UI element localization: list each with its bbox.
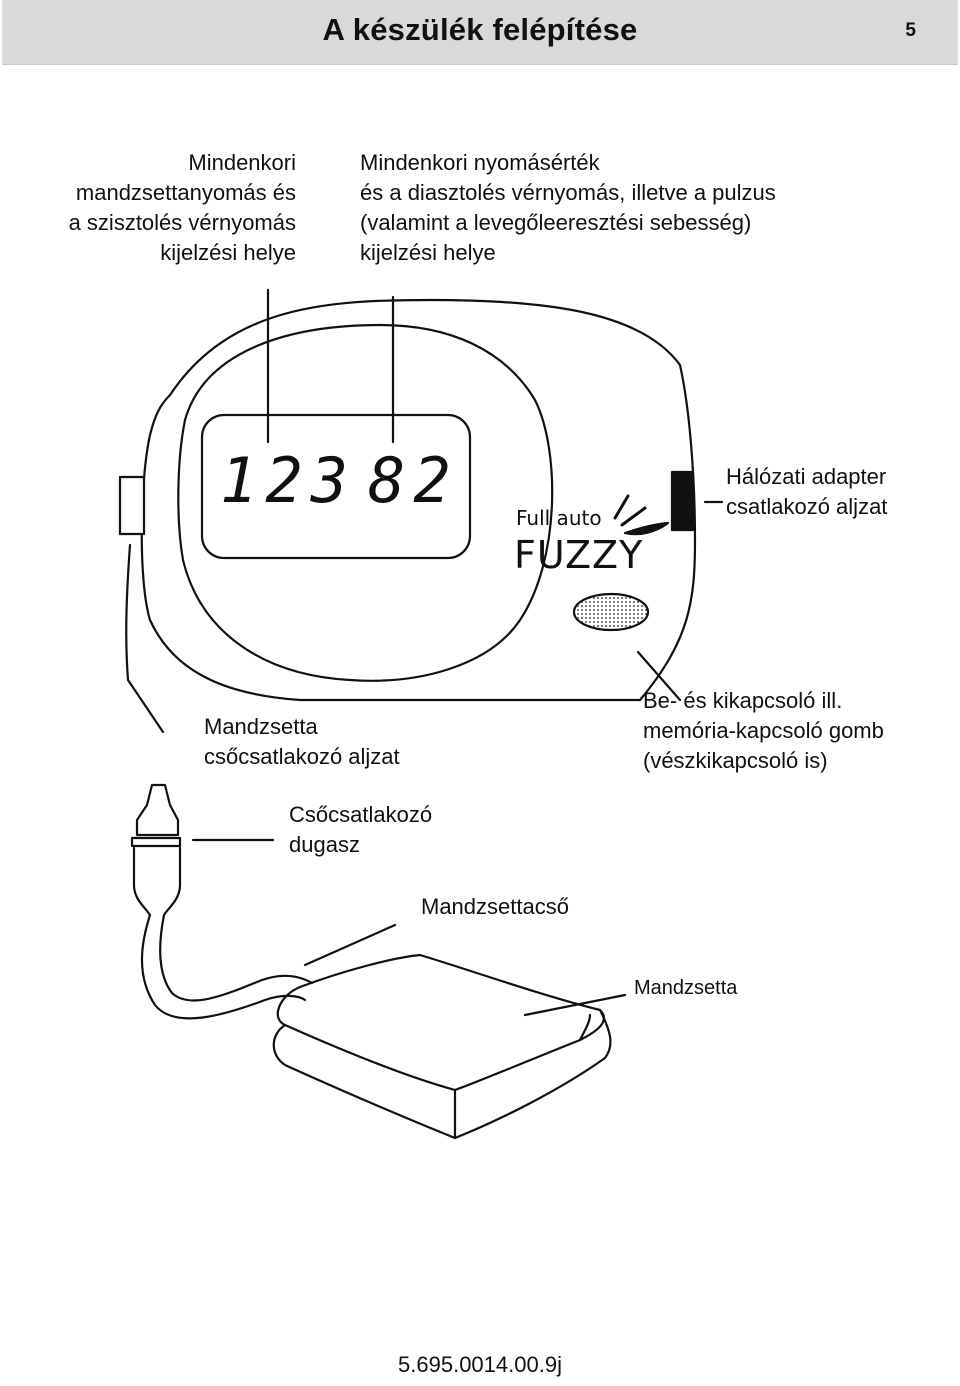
signal-mark — [623, 521, 670, 536]
plug-body — [132, 846, 182, 917]
cuff-hose — [140, 913, 307, 1020]
power-memory-button — [572, 592, 650, 632]
plug-tip — [135, 783, 180, 837]
label-pressure-diastolic-pulse: Mindenkori nyomásérték és a diasztolés v… — [360, 150, 776, 265]
page-number: 5 — [905, 20, 916, 41]
lcd-window — [200, 413, 472, 560]
label-cuff-hose-socket: Mandzsetta csőcsatlakozó aljzat — [204, 714, 400, 769]
page-title: A készülék felépítése — [322, 12, 638, 47]
leader-line-hose — [303, 923, 397, 967]
leader-line-cuff — [523, 993, 627, 1017]
label-hose-plug: Csőcsatlakozó dugasz — [289, 802, 433, 857]
page-header: A készülék felépítése 5 — [2, 0, 958, 65]
label-cuff-pressure-systolic: Mindenkori mandzsettanyomás és a sziszto… — [68, 150, 296, 265]
label-adapter-socket: Hálózati adapter csatlakozó aljzat — [726, 464, 888, 519]
leader-line-hose-socket — [125, 543, 165, 734]
device-brand-text: FUZZY — [514, 533, 643, 577]
cuff-fold — [578, 1013, 592, 1042]
plug-ring — [130, 836, 182, 848]
display-panel-outline — [177, 323, 554, 682]
hose-socket — [118, 475, 146, 536]
label-power-memory-button: Be- és kikapcsoló ill. memória-kapcsoló … — [643, 688, 884, 773]
device-body — [140, 298, 697, 702]
label-cuff-hose: Mandzsettacső — [421, 894, 569, 919]
document-code: 5.695.0014.00.9j — [398, 1352, 562, 1377]
signal-mark — [620, 506, 647, 527]
cuff-hose — [159, 913, 314, 1002]
lcd-digits-right: 82 — [368, 444, 459, 517]
lcd-digits-left: 123 — [220, 444, 356, 517]
leader-line-power-button — [636, 650, 682, 702]
label-cuff: Mandzsetta — [634, 977, 738, 999]
device-mode-text: Full auto — [516, 506, 602, 530]
signal-mark — [613, 494, 630, 520]
adapter-socket — [670, 470, 695, 532]
